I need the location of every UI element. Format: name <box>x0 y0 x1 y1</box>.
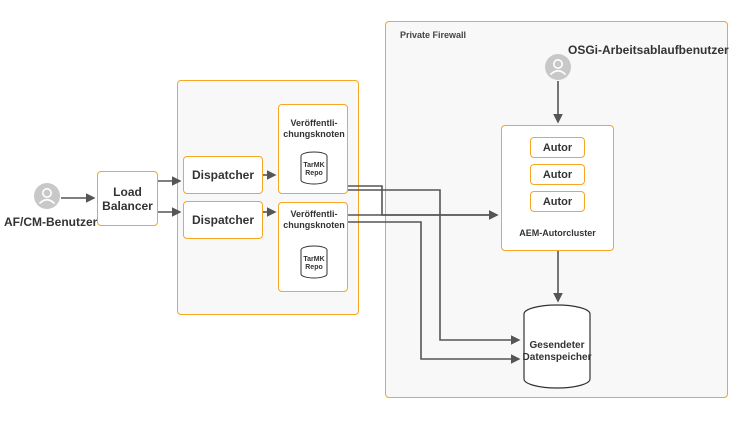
database-icon <box>300 151 328 185</box>
publish-node-label: Veröffentli-chungsknoten <box>283 209 345 230</box>
author-cluster: Autor Autor Autor AEM-Autorcluster <box>501 125 614 251</box>
dispatcher-1: Dispatcher <box>183 156 263 194</box>
author-1: Autor <box>530 137 585 158</box>
repo-label: TarMK Repo <box>303 256 325 271</box>
author-cluster-label: AEM-Autorcluster <box>519 228 596 238</box>
workflow-user-avatar <box>545 54 571 80</box>
workflow-user-label: OSGi-Arbeitsablaufbenutzer <box>568 43 729 57</box>
author-2: Autor <box>530 164 585 185</box>
database-icon <box>300 245 328 279</box>
dispatcher-2: Dispatcher <box>183 201 263 239</box>
user-icon <box>545 54 571 80</box>
user-icon <box>34 183 60 209</box>
repo-label: TarMK Repo <box>303 162 325 177</box>
author-3: Autor <box>530 191 585 212</box>
load-balancer: Load Balancer <box>97 171 158 226</box>
publish-node-1: Veröffentli-chungsknoten TarMK Repo <box>278 104 348 194</box>
external-user-avatar <box>34 183 60 209</box>
datastore-label: Gesendeter Datenspeicher <box>522 340 592 363</box>
publish-node-label: Veröffentli-chungsknoten <box>283 118 345 139</box>
external-user-label: AF/CM-Benutzer <box>4 215 98 229</box>
firewall-title: Private Firewall <box>400 30 467 40</box>
datastore-cylinder <box>523 304 591 389</box>
publish-node-2: Veröffentli-chungsknoten TarMK Repo <box>278 202 348 292</box>
